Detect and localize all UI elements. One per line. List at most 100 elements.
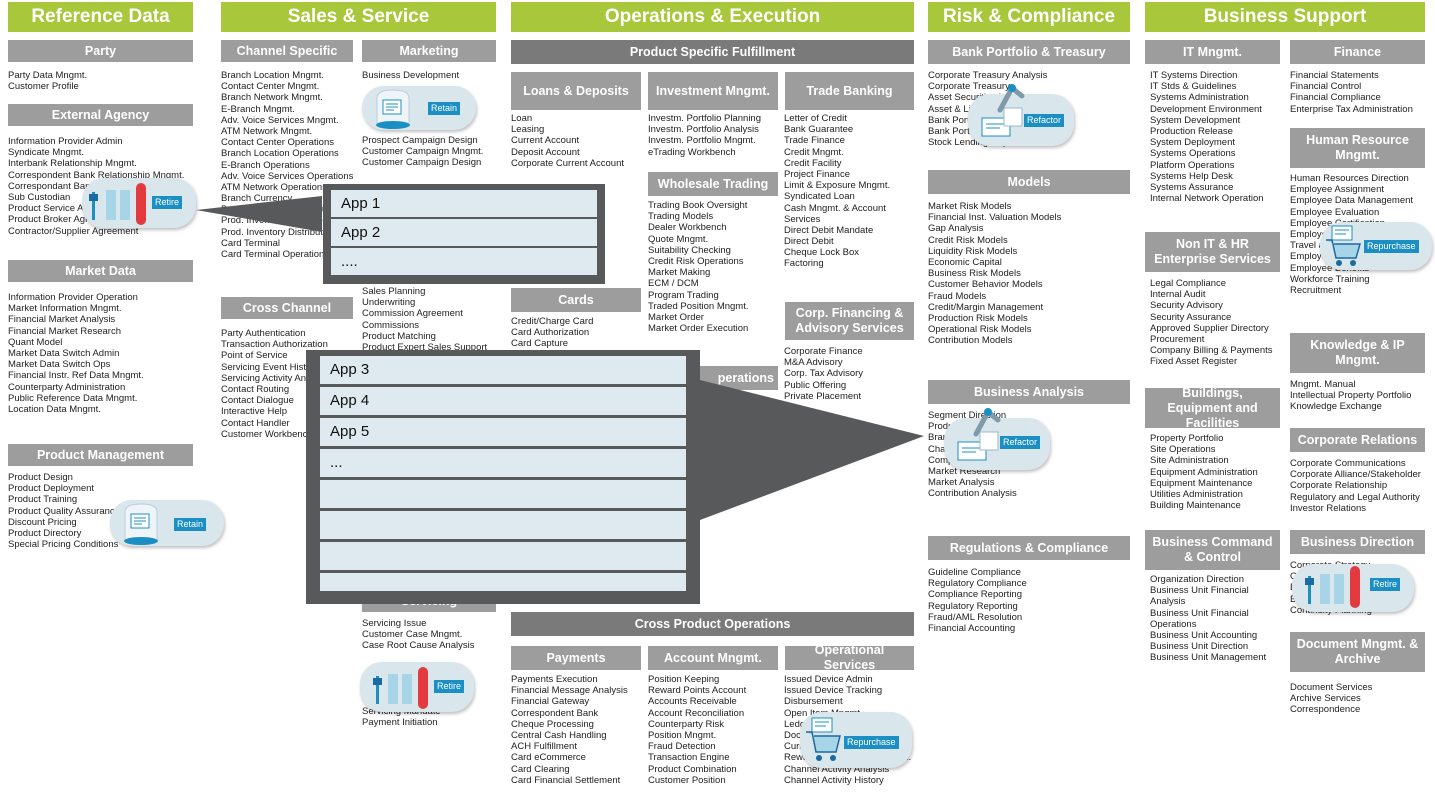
list-item: Liquidity Risk Models: [928, 245, 1018, 257]
list-item: Interbank Relationship Mngmt.: [8, 158, 137, 170]
list-item: Customer Behavior Models: [928, 279, 1043, 291]
badge-retire[interactable]: Retire: [360, 662, 474, 712]
callout-app-row[interactable]: App 2: [331, 219, 597, 246]
badge-retire[interactable]: Retire: [1292, 564, 1414, 612]
section-business-analysis: Business Analysis: [928, 380, 1130, 404]
section-market-data: Market Data: [8, 260, 193, 282]
list-item: Product Design: [8, 472, 73, 483]
list-item: Cheque Lock Box: [784, 247, 859, 259]
callout-app-row[interactable]: [320, 480, 686, 508]
callout-app-row[interactable]: App 4: [320, 387, 686, 415]
list-item: Fixed Asset Register: [1150, 356, 1238, 368]
list-item: Trading Book Oversight: [648, 200, 748, 211]
badge-refactor[interactable]: Refactor: [968, 84, 1074, 146]
callout-app-row[interactable]: App 5: [320, 418, 686, 446]
callout-app-row[interactable]: App 1: [331, 190, 597, 217]
badge-repurchase[interactable]: Repurchase: [800, 712, 912, 768]
callout-app-row[interactable]: ....: [331, 248, 597, 275]
section-models: Models: [928, 170, 1130, 194]
callout-app-row[interactable]: [320, 511, 686, 539]
shopping-cart-icon: [1326, 225, 1361, 266]
list-item: Syndicate Mngmt.: [8, 147, 85, 159]
server-icon: [124, 503, 158, 545]
callout-app-row[interactable]: ...: [320, 449, 686, 477]
list-item: Limit & Exposure Mngmt.: [784, 180, 891, 192]
section-bank-portfolio-treasury: Bank Portfolio & Treasury: [928, 40, 1130, 64]
list-item: Investm. Portfolio Planning: [648, 113, 762, 124]
list-item: Economic Capital: [928, 256, 1002, 268]
list-item: ATM Network Mngmt.: [221, 125, 313, 137]
list-item: Party Authentication: [221, 328, 306, 339]
list-item: Loan: [511, 113, 533, 124]
list-item: Gap Analysis: [928, 223, 984, 235]
section-wholesale-trading: Wholesale Trading: [648, 172, 778, 196]
list-party: Party Data Mngmt.Customer Profile: [8, 70, 193, 92]
list-item: Customer Position: [648, 774, 726, 786]
list-item: Contact Center Operations: [221, 137, 335, 149]
section-product-specific-fulfillment: Product Specific Fulfillment: [511, 40, 914, 64]
list-item: Point of Service: [221, 350, 288, 362]
list-item: Market Order Execution: [648, 323, 749, 335]
list-item: Employee Assignment: [1290, 184, 1384, 196]
list-item: Customer Workbench: [221, 428, 313, 440]
list-item: Party Data Mngmt.: [8, 70, 88, 81]
list-item: Position Mngmt.: [648, 729, 717, 741]
badge-label: Retain: [428, 102, 461, 115]
list-item: Payments Execution: [511, 674, 598, 685]
list-item: Contractor/Supplier Agreement: [8, 225, 139, 237]
list-item: Systems Assurance: [1150, 181, 1234, 193]
list-item: Investor Relations: [1290, 502, 1367, 514]
list-item: Fraud Detection: [648, 741, 716, 753]
list-item: Suitability Checking: [648, 244, 731, 256]
badge-label: Repurchase: [1364, 240, 1419, 253]
list-item: Knowledge Exchange: [1290, 401, 1382, 413]
list-item: Financial Gateway: [511, 696, 590, 708]
callout-app-row[interactable]: [320, 542, 686, 570]
list-item: System Deployment: [1150, 137, 1236, 149]
section-product-management: Product Management: [8, 444, 193, 466]
badge-label: Refactor: [1024, 114, 1065, 127]
section-document-archive: Document Mngmt. & Archive: [1290, 632, 1425, 672]
list-item: ECM / DCM: [648, 278, 699, 290]
section-finance: Finance: [1290, 40, 1425, 64]
list-item: Analysis: [1150, 596, 1186, 608]
section-cross-channel: Cross Channel: [221, 297, 353, 319]
list-item: Site Operations: [1150, 444, 1216, 456]
list-item: Credit Risk Operations: [648, 255, 744, 267]
list-item: Recruitment: [1290, 284, 1342, 296]
list-item: Issued Device Admin: [784, 674, 873, 685]
list-item: Commissions: [362, 319, 420, 331]
section-party: Party: [8, 40, 193, 62]
list-item: Business Unit Financial: [1150, 607, 1249, 619]
list-item: Adv. Voice Services Mngmt.: [221, 114, 339, 126]
list-item: Product Directory: [8, 527, 82, 539]
section-channel-specific: Channel Specific: [221, 40, 353, 62]
list-item: IT Stds & Guidelines: [1150, 81, 1237, 93]
badge-retain[interactable]: Retain: [362, 86, 476, 130]
badge-refactor[interactable]: Refactor: [944, 408, 1050, 470]
list-item: Employee Data Management: [1290, 195, 1414, 207]
badge-retain[interactable]: Retain: [110, 500, 224, 546]
list-item: Trade Finance: [784, 135, 845, 147]
list-item: Property Portfolio: [1150, 433, 1224, 444]
list-item: Disbursement: [784, 696, 843, 708]
badge-repurchase[interactable]: Repurchase: [1320, 222, 1432, 270]
list-item: Financial Market Analysis: [8, 314, 116, 326]
list-marketing-top: Business Development: [362, 70, 496, 81]
list-item: Customer Campaign Mngmt.: [362, 146, 484, 158]
list-item: Mngmt. Manual: [1290, 379, 1356, 390]
list-item: Information Provider Admin: [8, 136, 123, 147]
list-item: Corporate Treasury Analysis: [928, 70, 1048, 81]
list-item: Business Development: [362, 70, 460, 81]
callout-app-row[interactable]: [320, 573, 686, 591]
list-item: Organization Direction: [1150, 574, 1244, 585]
badge-retire[interactable]: Retire: [82, 178, 196, 228]
list-item: Corporate Alliance/Stakeholder: [1290, 469, 1421, 481]
callout-app-row[interactable]: App 3: [320, 356, 686, 384]
list-item: Private Placement: [784, 390, 862, 402]
badge-label: Repurchase: [844, 736, 899, 749]
list-item: Sales Planning: [362, 286, 426, 297]
